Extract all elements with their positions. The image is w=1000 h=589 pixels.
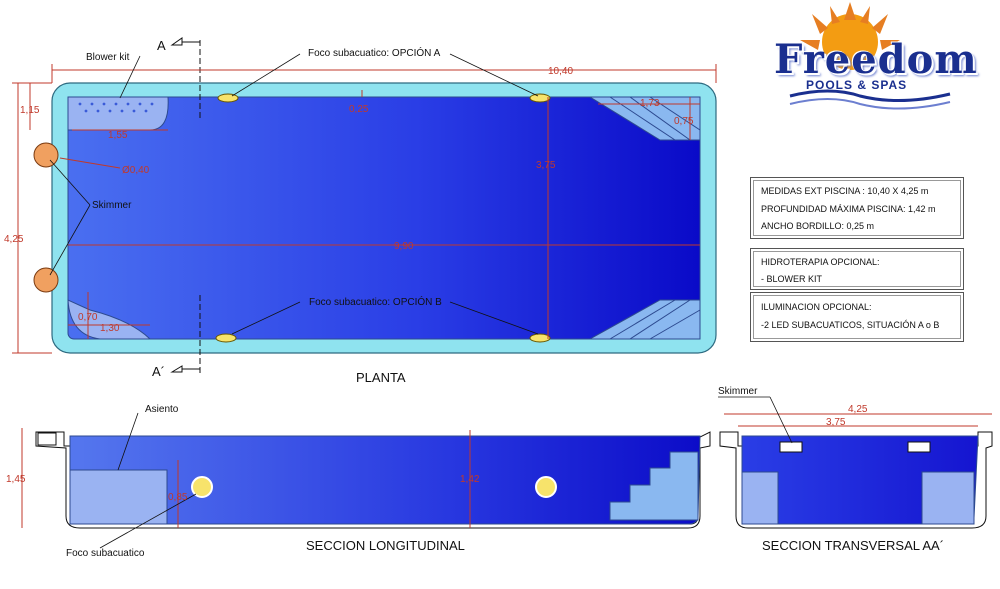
dim-inner-length: 9,90 (394, 241, 414, 252)
steps-bottom (588, 299, 701, 340)
dim-edge: 0,25 (349, 104, 369, 115)
section-mark-bottom: A´ (152, 364, 165, 379)
asiento-label: Asiento (145, 404, 179, 415)
light-b-left (215, 333, 237, 343)
light-a-left (217, 93, 239, 103)
skimmer-label: Skimmer (92, 200, 132, 211)
cross-section: Skimmer 4,25 3,75 SECCION TRANSVERSAL AA… (718, 386, 993, 553)
info-line: PROFUNDIDAD MÁXIMA PISCINA: 1,42 m (761, 204, 936, 214)
long-section-title: SECCION LONGITUDINAL (306, 538, 465, 553)
cross-skimmer-right (907, 441, 931, 453)
info-line: MEDIDAS EXT PISCINA : 10,40 X 4,25 m (761, 186, 929, 196)
dim-cross-outer: 4,25 (848, 404, 868, 415)
info-box-hydrotherapy: HIDROTERAPIA OPCIONAL: - BLOWER KIT (750, 248, 964, 290)
sun-icon (789, 2, 951, 110)
info-line: ANCHO BORDILLO: 0,25 m (761, 221, 875, 231)
light-b-right (529, 333, 551, 343)
info-line: -2 LED SUBACUATICOS, SITUACIÓN A o B (761, 320, 940, 330)
brand-tagline: POOLS & SPAS (806, 78, 908, 92)
info-line: - BLOWER KIT (761, 274, 823, 284)
dim-total-length: 10,40 (548, 66, 573, 77)
dim-corner-b: 1,30 (100, 323, 120, 334)
info-line: ILUMINACION OPCIONAL: (761, 302, 872, 312)
seat-block (69, 469, 168, 525)
brand-name: Freedom (774, 36, 978, 83)
skimmer-top (33, 142, 59, 168)
long-light-left (191, 476, 213, 498)
long-section: 1,45 0,85 1,42 Asiento Foco subacuatico … (6, 404, 711, 559)
dim-blower-width: 1,55 (108, 130, 128, 141)
dim-light-height: 0,85 (168, 492, 188, 503)
cross-seat (741, 471, 779, 525)
blower-dots (78, 102, 154, 113)
light-a-right (529, 93, 551, 103)
blower-kit-label: Blower kit (86, 52, 130, 63)
plan-title: PLANTA (356, 370, 406, 385)
cross-step (921, 471, 975, 525)
foco-label: Foco subacuatico (66, 548, 145, 559)
info-line: HIDROTERAPIA OPCIONAL: (761, 257, 880, 267)
dim-step-width: 0,75 (674, 116, 694, 127)
info-box-lighting: ILUMINACION OPCIONAL: -2 LED SUBACUATICO… (750, 292, 964, 342)
dim-top-left-offset: 1,15 (20, 105, 40, 116)
dim-step-length: 1,73 (640, 98, 660, 109)
cross-section-title: SECCION TRANSVERSAL AA´ (762, 538, 944, 553)
dim-depth: 1,42 (460, 474, 480, 485)
diameter-label: Ø0,40 (122, 165, 150, 176)
foco-b-label: Foco subacuatico: OPCIÓN B (309, 295, 442, 308)
skimmer-bottom (33, 267, 59, 293)
foco-a-label: Foco subacuatico: OPCIÓN A (308, 46, 441, 59)
blower-kit-zone (67, 96, 169, 131)
long-steps (609, 451, 699, 521)
steps-top (588, 96, 701, 141)
pool-water (67, 96, 701, 340)
cross-skimmer-left (779, 441, 803, 453)
dim-inner-width: 3,75 (536, 160, 556, 171)
dim-long-height: 1,45 (6, 474, 26, 485)
cross-skimmer-label: Skimmer (718, 386, 758, 397)
section-mark-top: A (157, 38, 166, 53)
long-light-right (535, 476, 557, 498)
dim-cross-inner: 3,75 (826, 417, 846, 428)
dim-total-width: 4,25 (4, 234, 24, 245)
brand-logo: Freedom POOLS & SPAS (768, 0, 977, 110)
dim-corner-a: 0,70 (78, 312, 98, 323)
plan-view: A A´ Blower kit Foco subacuatico: OPCIÓN… (4, 37, 717, 385)
info-box-dimensions: MEDIDAS EXT PISCINA : 10,40 X 4,25 m PRO… (750, 177, 964, 239)
